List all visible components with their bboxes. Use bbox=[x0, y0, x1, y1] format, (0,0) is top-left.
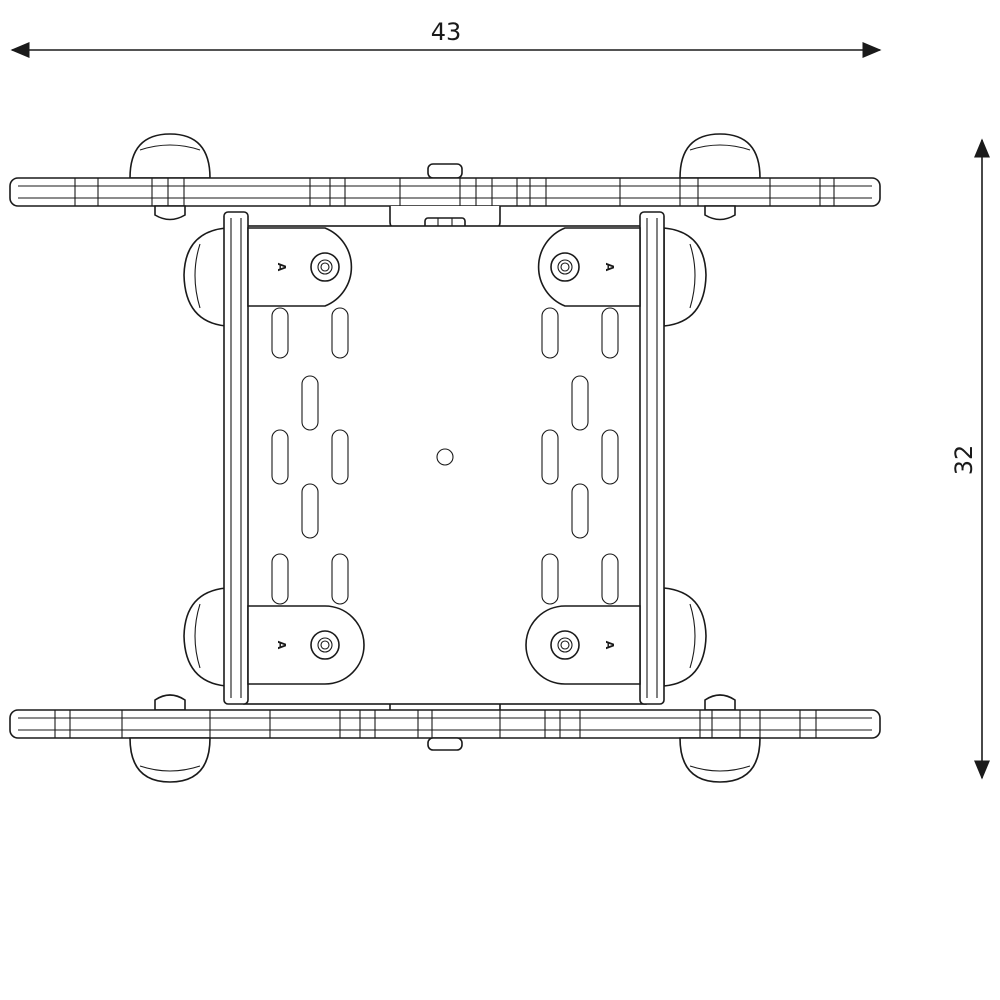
side-bracket-right bbox=[639, 211, 707, 705]
side-bracket-left bbox=[183, 211, 249, 705]
top-rail-segments bbox=[74, 178, 835, 206]
left-top-wheel bbox=[183, 227, 227, 327]
left-bottom-wheel bbox=[183, 587, 227, 687]
bottom-rail-segments bbox=[54, 710, 817, 738]
top-left-hanger bbox=[154, 205, 186, 221]
bracket-mark-bottom-right: A bbox=[603, 641, 616, 650]
left-upright bbox=[223, 211, 249, 705]
bracket-top-right: A bbox=[537, 227, 641, 307]
height-dimension-label: 32 bbox=[950, 445, 978, 476]
top-right-knob bbox=[679, 133, 761, 179]
top-right-hanger bbox=[704, 205, 736, 221]
top-rail-bar bbox=[9, 177, 881, 207]
bracket-bottom-left: A bbox=[247, 605, 365, 685]
bracket-mark-top-left: A bbox=[275, 263, 288, 272]
bracket-mark-top-right: A bbox=[603, 263, 616, 272]
bottom-rail bbox=[9, 658, 881, 783]
top-center-bolt-head bbox=[427, 163, 463, 179]
plate-slots bbox=[271, 307, 619, 605]
bottom-right-hanger bbox=[704, 694, 736, 711]
right-top-wheel bbox=[663, 227, 707, 327]
center-hole bbox=[436, 448, 454, 466]
height-dimension: 32 bbox=[950, 138, 990, 780]
bracket-mark-bottom-left: A bbox=[275, 641, 288, 650]
bracket-top-left: A bbox=[247, 227, 353, 307]
bottom-rail-bar bbox=[9, 709, 881, 739]
top-rail bbox=[9, 133, 881, 256]
bracket-bottom-right: A bbox=[525, 605, 641, 685]
right-bottom-wheel bbox=[663, 587, 707, 687]
bottom-left-hanger bbox=[154, 694, 186, 711]
top-left-knob bbox=[129, 133, 211, 179]
right-upright bbox=[639, 211, 665, 705]
width-dimension-label: 43 bbox=[431, 18, 462, 46]
bottom-left-knob bbox=[129, 737, 211, 783]
bottom-center-bolt-head bbox=[427, 737, 463, 751]
bottom-right-knob bbox=[679, 737, 761, 783]
width-dimension: 43 bbox=[10, 18, 882, 58]
